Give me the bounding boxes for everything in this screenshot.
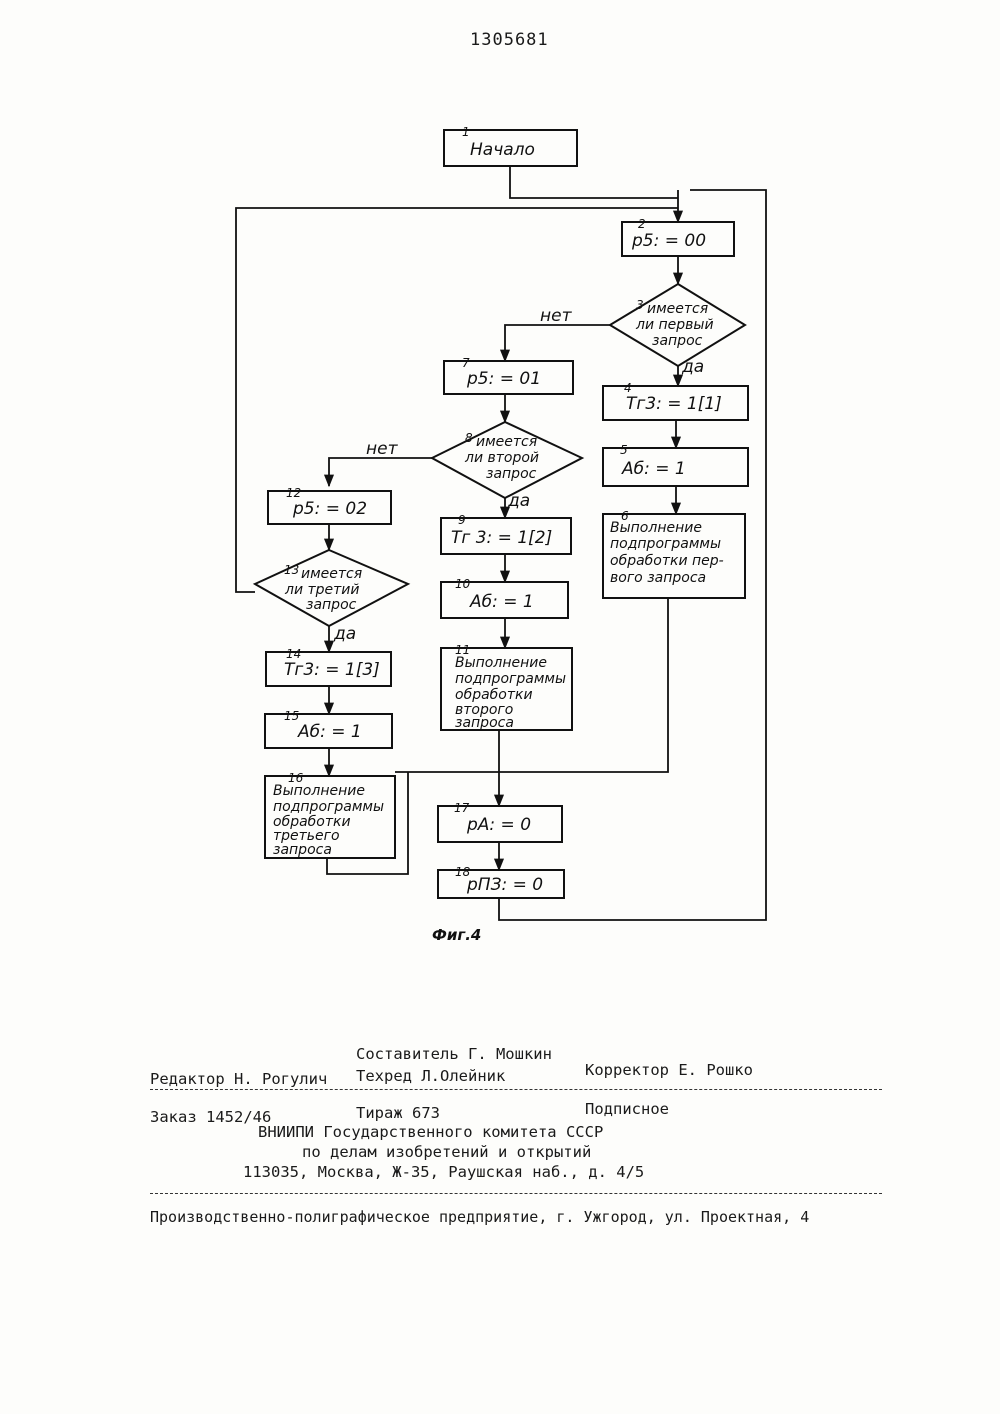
printer: Производственно-полиграфическое предприя… bbox=[150, 1208, 809, 1226]
composer: Составитель Г. Мошкин bbox=[356, 1045, 552, 1063]
techred: Техред Л.Олейник bbox=[356, 1067, 505, 1085]
editor: Редактор Н. Рогулич bbox=[150, 1070, 327, 1088]
org-line-1: ВНИИПИ Государственного комитета СССР bbox=[258, 1123, 603, 1141]
org-line-2: по делам изобретений и открытий bbox=[302, 1143, 591, 1161]
subscription: Подписное bbox=[585, 1100, 669, 1118]
divider-top bbox=[150, 1089, 882, 1090]
address: 113035, Москва, Ж-35, Раушская наб., д. … bbox=[243, 1163, 644, 1181]
order: Заказ 1452/46 bbox=[150, 1108, 271, 1126]
circulation: Тираж 673 bbox=[356, 1104, 440, 1122]
corrector: Корректор Е. Рошко bbox=[585, 1061, 753, 1079]
divider-bottom bbox=[150, 1193, 882, 1194]
